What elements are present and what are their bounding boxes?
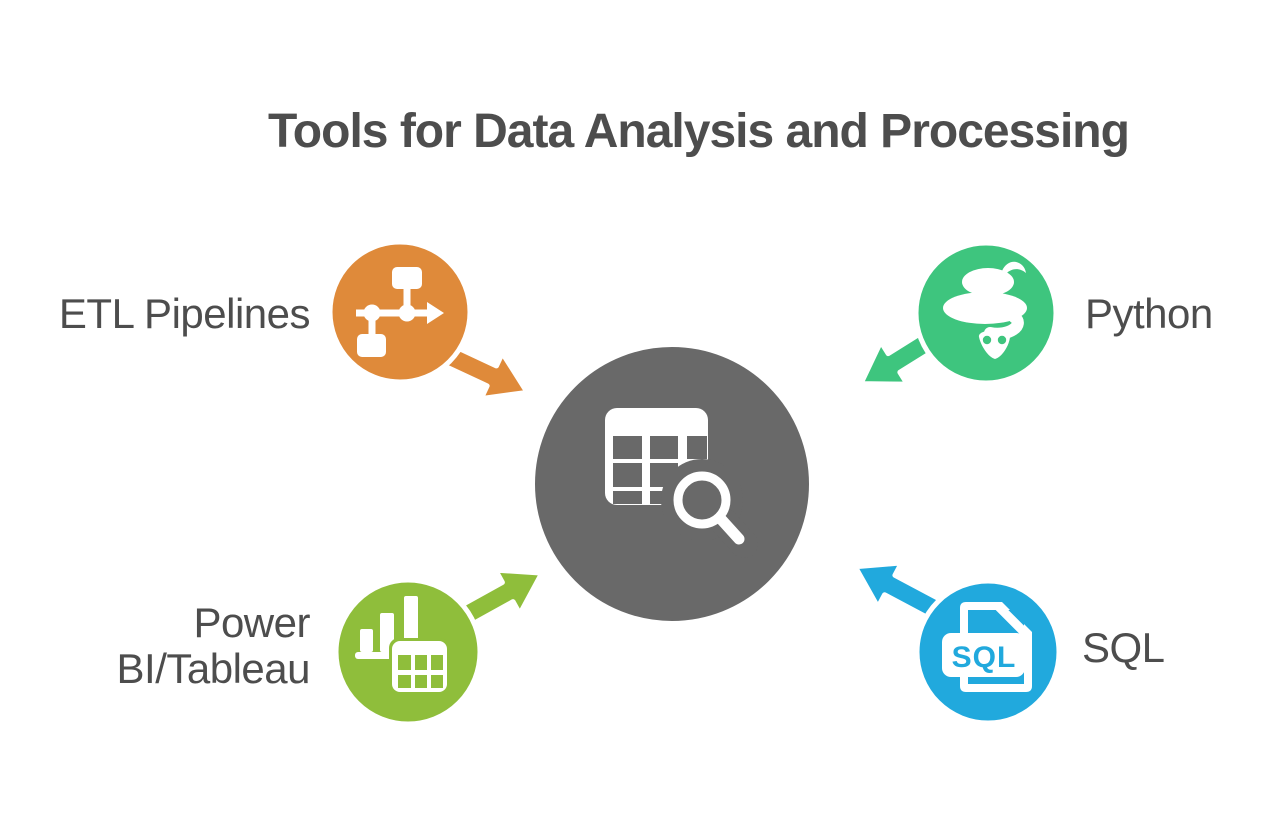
- flowchart-icon: [356, 267, 444, 357]
- etl-node: [327, 239, 473, 385]
- python-snake-icon: [943, 261, 1027, 359]
- center-node: [529, 341, 815, 627]
- bar-chart-table-icon: [355, 596, 450, 695]
- python-node: [913, 240, 1059, 386]
- label-power-bi-tableau: Power BI/Tableau: [116, 599, 311, 692]
- sql-badge-text: SQL: [952, 641, 1017, 674]
- page-title: Tools for Data Analysis and Processing: [268, 105, 1130, 158]
- sql-node: SQL: [914, 578, 1062, 726]
- label-python: Python: [1085, 290, 1213, 337]
- powerbi-node: [333, 577, 483, 727]
- label-sql: SQL: [1082, 624, 1165, 671]
- magnifier-icon: [673, 471, 731, 529]
- sql-file-icon: SQL: [942, 602, 1032, 692]
- table-search-icon: [605, 408, 758, 558]
- label-etl-pipelines: ETL Pipelines: [58, 290, 311, 337]
